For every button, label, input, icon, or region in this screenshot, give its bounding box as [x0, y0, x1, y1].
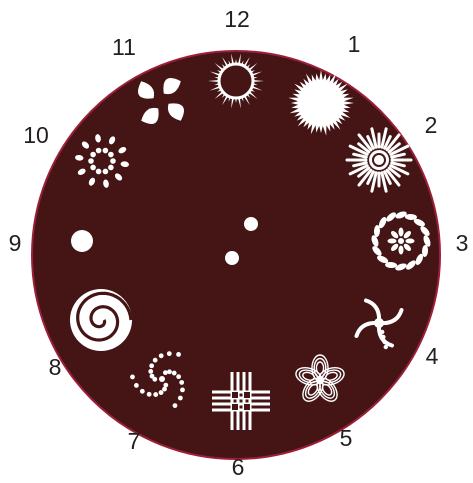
center-hole-upper — [244, 217, 258, 231]
slot-number-11: 11 — [112, 34, 136, 60]
slot-number-8: 8 — [49, 354, 62, 380]
slot-number-12: 12 — [224, 6, 250, 32]
slot-number-3: 3 — [456, 230, 469, 256]
slot-number-4: 4 — [426, 343, 439, 369]
slot-number-6: 6 — [232, 454, 245, 480]
slot-number-10: 10 — [23, 122, 49, 148]
open-dot-gobo-icon — [71, 230, 93, 252]
slot-number-5: 5 — [340, 425, 353, 451]
slot-number-7: 7 — [128, 428, 141, 454]
slot-number-2: 2 — [425, 112, 438, 138]
slot-number-1: 1 — [348, 31, 361, 57]
spiral-gobo-icon — [70, 289, 132, 351]
center-hole-lower — [225, 251, 239, 265]
slot-number-9: 9 — [9, 230, 22, 256]
